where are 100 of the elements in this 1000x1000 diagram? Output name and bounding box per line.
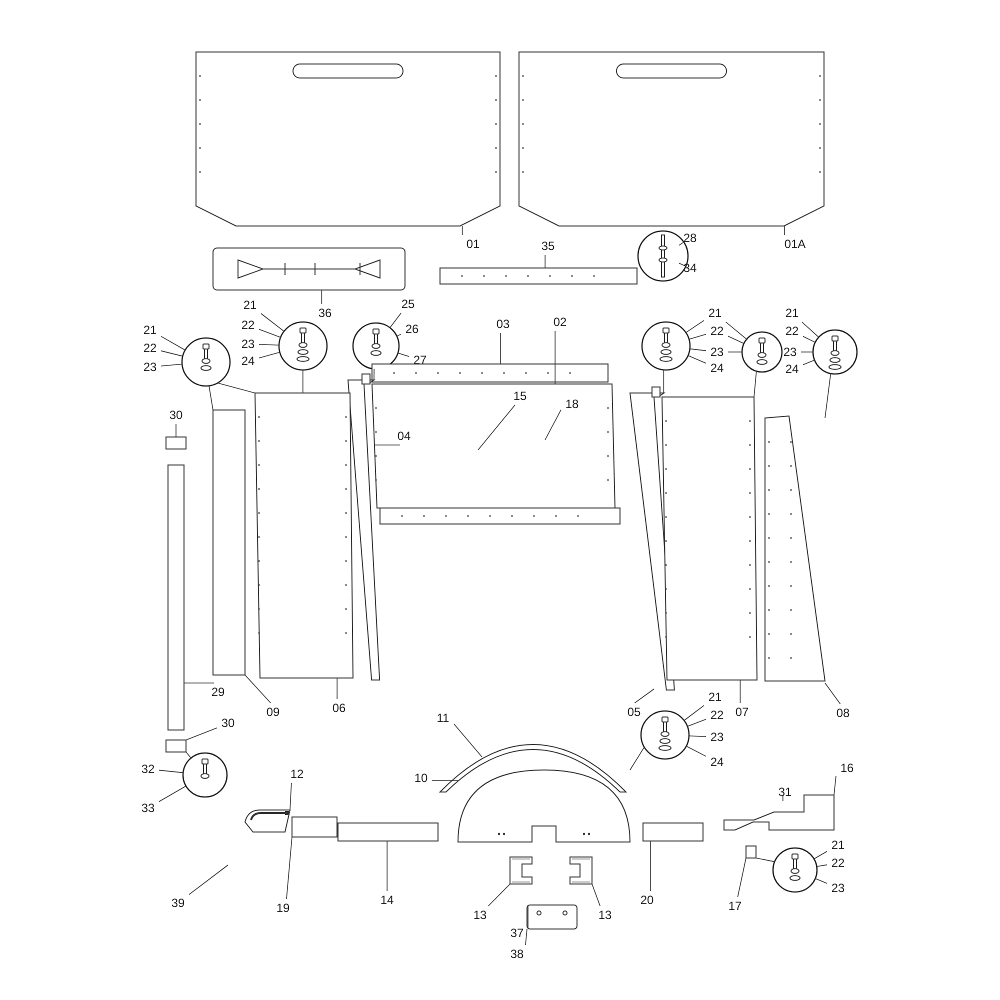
callout-number: 12: [288, 767, 306, 781]
leader-line: [186, 728, 218, 740]
panel-drawing: [518, 52, 824, 226]
plate-drawing: [212, 248, 406, 290]
strip-drawing: [347, 374, 380, 680]
detail-circle: [640, 710, 690, 760]
leader-line: [688, 334, 706, 340]
callout-number: 21: [141, 323, 159, 337]
block-drawing: [292, 816, 338, 838]
leader-line: [500, 332, 501, 364]
callout-number: 16: [838, 761, 856, 775]
callout-number: 19: [274, 901, 292, 915]
callout-number: 36: [316, 306, 334, 320]
callout-number: 24: [708, 755, 726, 769]
leader-line: [184, 682, 214, 684]
callout-number: 28: [681, 231, 699, 245]
detail-circle: [741, 331, 783, 373]
callout-number: 23: [781, 345, 799, 359]
callout-number: 21: [241, 298, 259, 312]
callout-number: 26: [403, 322, 421, 336]
leader-line: [160, 364, 182, 366]
leader-line: [544, 409, 562, 440]
leader-line: [725, 322, 747, 340]
leader-line: [688, 355, 706, 364]
callout-number: 08: [834, 706, 852, 720]
callout-number: 09: [264, 705, 282, 719]
callout-number: 03: [494, 317, 512, 331]
callout-number: 02: [551, 315, 569, 329]
callout-number: 01A: [782, 237, 808, 251]
block-drawing: [166, 436, 186, 450]
callout-number: 22: [829, 856, 847, 870]
callout-number: 04: [395, 429, 413, 443]
leader-line: [188, 864, 228, 895]
leader-line: [784, 226, 785, 236]
callout-number: 13: [471, 908, 489, 922]
detail-circle: [181, 337, 231, 387]
callout-number: 07: [733, 705, 751, 719]
leader-line: [678, 262, 686, 267]
callout-number: 25: [399, 297, 417, 311]
callout-number: 20: [638, 893, 656, 907]
callout-number: 37: [508, 926, 526, 940]
leader-line: [684, 705, 704, 721]
leader-line: [834, 776, 836, 796]
callout-number: 27: [411, 353, 429, 367]
panel-drawing: [196, 52, 500, 226]
leader-line: [802, 322, 820, 338]
callout-number: 34: [681, 261, 699, 275]
block-drawing: [642, 822, 704, 842]
block-drawing: [338, 822, 438, 842]
callout-number: 21: [706, 690, 724, 704]
callout-number: 01: [464, 237, 482, 251]
leader-line: [592, 884, 600, 906]
leader-line: [336, 678, 338, 700]
callout-number: 21: [829, 838, 847, 852]
callout-number: 18: [563, 397, 581, 411]
callout-number: 21: [783, 306, 801, 320]
leader-line: [728, 336, 744, 344]
leader-line: [824, 682, 841, 704]
leader-line: [160, 336, 186, 350]
leader-line: [396, 334, 402, 337]
bar-drawing: [212, 410, 246, 676]
callout-number: 38: [508, 947, 526, 961]
callout-number: 33: [139, 801, 157, 815]
callout-number: 15: [511, 389, 529, 403]
leader-line: [321, 290, 322, 304]
callout-number: 32: [139, 762, 157, 776]
callout-number: 22: [783, 324, 801, 338]
callout-number: 24: [239, 354, 257, 368]
leader-line: [158, 770, 184, 774]
leader-line: [802, 336, 816, 343]
leader-line: [258, 352, 280, 358]
leader-line: [544, 254, 546, 268]
callout-number: 22: [141, 341, 159, 355]
leader-line: [208, 385, 214, 410]
leader-line: [782, 794, 784, 802]
callout-number: 14: [378, 893, 396, 907]
leader-line: [454, 724, 482, 758]
leader-line: [488, 884, 510, 906]
callout-number: 24: [708, 361, 726, 375]
leader-line: [740, 680, 741, 704]
leader-line: [824, 373, 832, 418]
callout-number: 22: [239, 318, 257, 332]
leader-line: [634, 688, 654, 704]
callout-number: 22: [708, 324, 726, 338]
cover-drawing: [244, 810, 290, 832]
detail-circle: [812, 329, 858, 375]
fender-drawing: [458, 770, 630, 842]
leader-line: [432, 780, 458, 781]
panel-drawing: [764, 415, 826, 682]
leader-line: [244, 674, 272, 704]
leader-line: [802, 360, 815, 366]
leader-line: [687, 718, 706, 727]
leader-line: [630, 746, 645, 770]
detail-circle: [278, 321, 328, 371]
callout-number: 23: [829, 881, 847, 895]
bracket-drawing: [570, 856, 592, 884]
leader-line: [554, 330, 556, 384]
leader-line: [374, 444, 400, 446]
leader-line: [689, 348, 706, 352]
leader-line: [814, 851, 828, 860]
